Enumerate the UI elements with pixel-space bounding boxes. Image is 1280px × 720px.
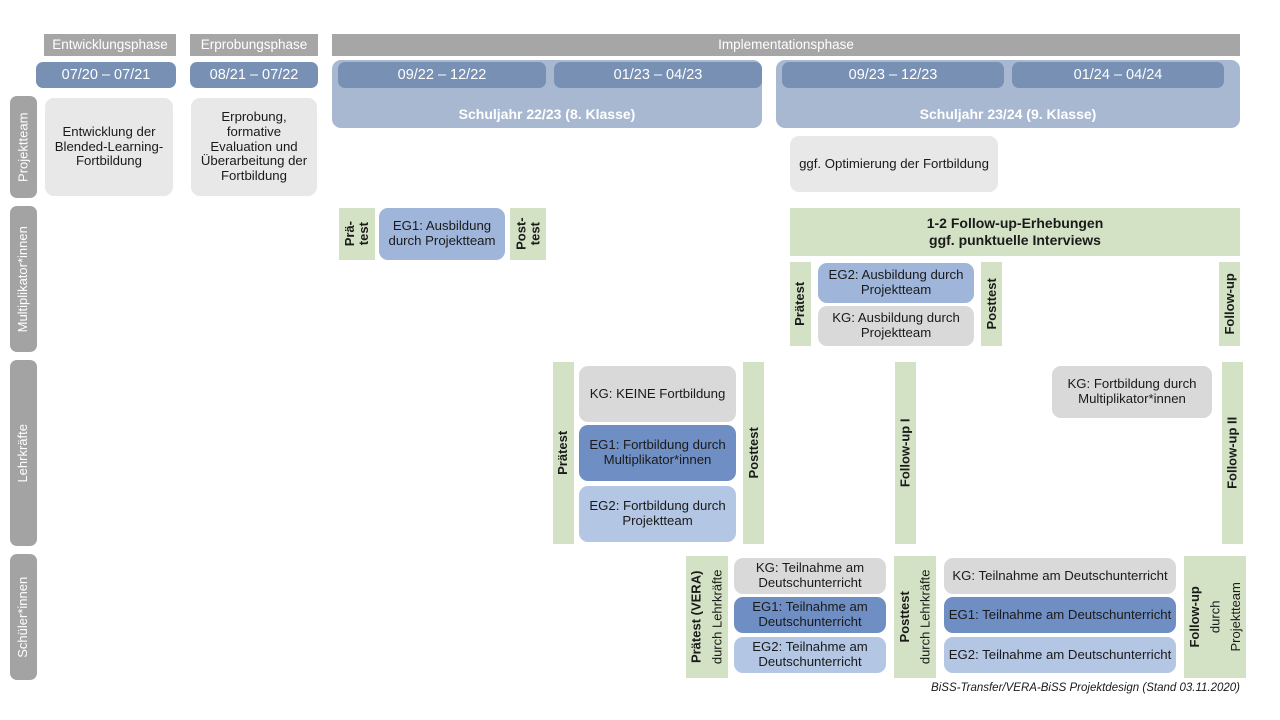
- strip-label: Posttest: [983, 278, 999, 330]
- strip-label-line2: test: [527, 222, 542, 246]
- card-eg1-ausbildung-projektteam: EG1: Ausbildung durch Projektteam: [379, 208, 505, 260]
- card-entwicklung-fortbildung: Entwicklung der Blended-Learning-Fortbil…: [45, 98, 173, 196]
- strip-label: Post- test: [513, 217, 542, 251]
- strip-label-main: Follow-up: [1187, 586, 1203, 648]
- card-eg1-fortbildung-multiplikatoren: EG1: Fortbildung durch Multiplikator*inn…: [579, 425, 736, 481]
- strip-col-sub: durch Lehrkräfte: [707, 556, 728, 678]
- strip-followup-2-lehrkraefte: Follow-up II: [1222, 362, 1243, 544]
- strip-col-main: Prätest (VERA): [686, 556, 707, 678]
- strip-label-sub2: Projektteam: [1227, 582, 1243, 652]
- period-pill-0124-0424: 01/24 – 04/24: [1012, 62, 1224, 88]
- card-schueler-kg-2: KG: Teilnahme am Deutschunterricht: [944, 558, 1176, 594]
- strip-label-sub: durch Lehrkräfte: [709, 569, 725, 665]
- card-kg-ausbildung-projektteam: KG: Ausbildung durch Projektteam: [818, 306, 974, 346]
- strip-praetest-lehrkraefte: Prätest: [553, 362, 574, 544]
- banner-followup-erhebungen: 1-2 Follow-up-Erhebungen ggf. punktuelle…: [790, 208, 1240, 256]
- strip-label-main: Prätest (VERA): [688, 570, 704, 664]
- strip-label-line1: Post-: [513, 217, 529, 251]
- strip-followup-schueler: Projektteam durch Follow-up: [1184, 556, 1246, 678]
- school-year-label: Schuljahr 23/24 (9. Klasse): [919, 106, 1097, 122]
- row-label-text: Lehrkräfte: [15, 423, 31, 483]
- card-eg2-ausbildung-projektteam: EG2: Ausbildung durch Projektteam: [818, 263, 974, 303]
- row-label-schuelerinnen: Schüler*innen: [10, 554, 37, 680]
- period-pill-0720-0721: 07/20 – 07/21: [36, 62, 176, 88]
- card-schueler-eg1-1: EG1: Teilnahme am Deutschunterricht: [734, 597, 886, 633]
- card-ggf-optimierung: ggf. Optimierung der Fortbildung: [790, 136, 998, 192]
- strip-col-main: Follow-up: [1184, 556, 1206, 678]
- strip-label: Prä- test: [342, 221, 371, 246]
- phase-bar-implementationsphase: Implementationsphase: [332, 34, 1240, 56]
- card-schueler-eg1-2: EG1: Teilnahme am Deutschunterricht: [944, 597, 1176, 633]
- strip-label-sub: durch Lehrkräfte: [917, 569, 933, 665]
- row-label-text: Schüler*innen: [15, 576, 31, 658]
- strip-label: Posttest: [745, 427, 761, 479]
- phase-bar-erprobungsphase: Erprobungsphase: [190, 34, 318, 56]
- card-kg-keine-fortbildung: KG: KEINE Fortbildung: [579, 366, 736, 422]
- card-erprobung-evaluation: Erprobung, formative Evaluation und Über…: [191, 98, 317, 196]
- strip-praetest-multiplikatoren: Prä- test: [339, 208, 375, 260]
- row-label-lehrkraefte: Lehrkräfte: [10, 360, 37, 546]
- row-label-multiplikatorinnen: Multiplikator*innen: [10, 206, 37, 352]
- card-eg2-fortbildung-projektteam: EG2: Fortbildung durch Projektteam: [579, 486, 736, 542]
- strip-posttest-lehrkraefte: Posttest: [743, 362, 764, 544]
- strip-label: Follow-up II: [1224, 416, 1240, 490]
- row-label-text: Multiplikator*innen: [15, 225, 31, 333]
- strip-label: Prätest: [792, 281, 808, 327]
- strip-posttest-multiplikatoren: Post- test: [510, 208, 546, 260]
- school-year-label: Schuljahr 22/23 (8. Klasse): [458, 106, 636, 122]
- strip-col-sub: durch Lehrkräfte: [915, 556, 936, 678]
- strip-label-line2: test: [355, 222, 371, 246]
- strip-label: Follow-up I: [897, 418, 913, 488]
- period-pill-0123-0423: 01/23 – 04/23: [554, 62, 762, 88]
- strip-label-main: Posttest: [896, 591, 912, 643]
- strip-col-main: Posttest: [894, 556, 915, 678]
- period-pill-0922-1222: 09/22 – 12/22: [338, 62, 546, 88]
- period-pill-0923-1223: 09/23 – 12/23: [782, 62, 1004, 88]
- period-pill-0821-0722: 08/21 – 07/22: [190, 62, 318, 88]
- credit-line: BiSS-Transfer/VERA-BiSS Projektdesign (S…: [931, 682, 1240, 694]
- strip-label-sub1: durch: [1207, 600, 1223, 634]
- phase-bar-entwicklungsphase: Entwicklungsphase: [44, 34, 176, 56]
- card-kg-fortbildung-multiplikatoren: KG: Fortbildung durch Multiplikator*inne…: [1052, 366, 1212, 418]
- strip-col-sub1: durch: [1206, 556, 1225, 678]
- card-schueler-kg-1: KG: Teilnahme am Deutschunterricht: [734, 558, 886, 594]
- strip-posttest-multiplikatoren-2: Posttest: [981, 262, 1002, 346]
- strip-posttest-schueler: durch Lehrkräfte Posttest: [894, 556, 936, 678]
- card-schueler-eg2-1: EG2: Teilnahme am Deutschunterricht: [734, 637, 886, 673]
- strip-followup-1-lehrkraefte: Follow-up I: [895, 362, 916, 544]
- strip-followup-multiplikatoren: Follow-up: [1219, 262, 1240, 346]
- strip-praetest-multiplikatoren-2: Prätest: [790, 262, 811, 346]
- row-label-projektteam: Projektteam: [10, 96, 37, 198]
- row-label-text: Projektteam: [15, 112, 31, 182]
- strip-col-sub2: Projektteam: [1225, 556, 1246, 678]
- strip-label: Prätest: [555, 430, 571, 476]
- banner-line-1: 1-2 Follow-up-Erhebungen: [926, 214, 1104, 231]
- banner-line-2: ggf. punktuelle Interviews: [929, 232, 1101, 248]
- strip-label: Follow-up: [1221, 273, 1237, 335]
- card-schueler-eg2-2: EG2: Teilnahme am Deutschunterricht: [944, 637, 1176, 673]
- strip-praetest-vera-schueler: durch Lehrkräfte Prätest (VERA): [686, 556, 728, 678]
